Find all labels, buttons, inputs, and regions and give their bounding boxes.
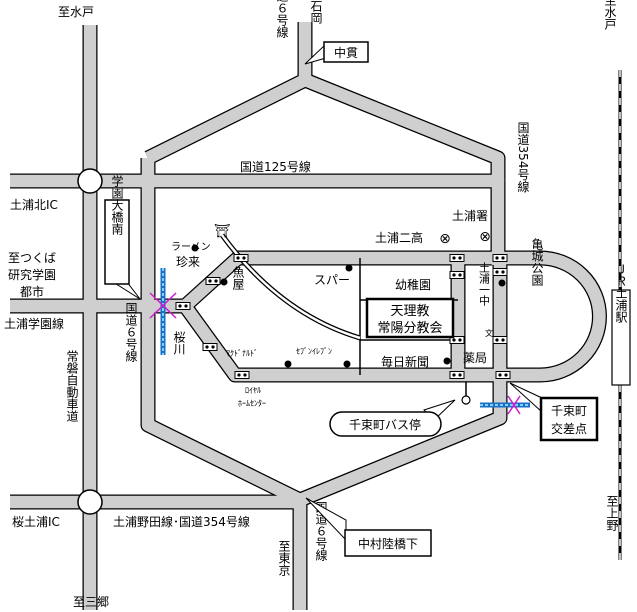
destination-branch: 常陽分教会	[377, 320, 442, 336]
uoya-dot	[220, 278, 228, 286]
seven-eleven-dot	[343, 360, 351, 368]
tsuchiura-gakuen-line-label: 土浦学園線	[4, 316, 64, 331]
ramen-label-line1: ラーメン	[171, 241, 211, 253]
to-tokyo-label: 至東京	[277, 540, 291, 577]
signal-icon	[492, 254, 508, 262]
school-mark-icon: 文	[485, 328, 493, 338]
sakura-tsuchiura-ic-label: 桜土浦IC	[12, 515, 60, 529]
kindergarten-label: 幼稚園	[395, 278, 431, 292]
route125-label: 国道125号線	[240, 159, 311, 174]
seven-eleven-label: ｾﾌﾞﾝｲﾚﾌﾞﾝ	[296, 347, 332, 356]
to-ishioka-label: 至石岡	[309, 0, 323, 24]
signal-icon	[175, 302, 191, 310]
to-mito-right-label: 至水戸	[603, 0, 617, 31]
route354-label: 国道354号線	[516, 122, 530, 193]
pharmacy-label: 薬局	[463, 351, 487, 365]
nakanuki-callout: 中貫	[304, 41, 369, 65]
signal-icon	[495, 371, 511, 379]
to-ueno-label: 至上野	[605, 495, 619, 531]
kameki-park-dot	[498, 279, 506, 287]
signal-icon	[233, 254, 249, 262]
kameki-park-line: 亀城公園	[530, 238, 544, 286]
route6-north-label: 国道６号線	[275, 0, 289, 38]
tsuchiura-nikou-label: 土浦二高	[375, 230, 423, 245]
interchange-markers	[77, 168, 103, 515]
gakuen-ohashi-minami-label: 学園大橋南	[110, 174, 124, 235]
rail-spur	[219, 233, 361, 341]
mainichi-dot	[443, 357, 451, 365]
signal-icon	[449, 254, 465, 262]
jr-station-label: ＪＲ土浦駅	[614, 263, 628, 324]
tsuchiura-police-label: 土浦署	[452, 209, 488, 223]
royal-label-line1: ﾛｲﾔﾙ	[245, 386, 261, 395]
nakamura-rikkyo-shita-label: 中村陸橋下	[358, 536, 418, 551]
route6-west-label: 国道６号線	[124, 302, 138, 362]
tsuchiura-kita-ic-marker	[77, 168, 103, 194]
sakura-river	[149, 268, 177, 355]
super-dot	[345, 264, 353, 272]
jr-station: ＪＲ土浦駅	[611, 263, 631, 386]
traffic-signals	[175, 254, 511, 379]
bus-stop-label: 千束町バス停	[349, 417, 421, 432]
ramen-label-line2: 珍来	[176, 255, 200, 269]
sendocho-callout: 千束町 交差点	[509, 382, 599, 442]
uoya-label: 魚屋	[231, 266, 245, 291]
tsuchiura-chu-label: 土浦一中	[478, 262, 491, 306]
to-tsukuba-line1: 至つくば	[8, 251, 56, 265]
to-tsukuba-line3: 都市	[20, 284, 44, 299]
nakamura-rikkyo-shita-callout: 中村陸橋下	[305, 497, 432, 557]
to-mito-top-label: 至水戸	[58, 5, 94, 19]
tsuchiura-kita-ic-label: 土浦北IC	[10, 198, 58, 212]
gakuen-ohashi-minami-callout: 学園大橋南	[104, 174, 141, 300]
signal-icon	[492, 336, 508, 344]
signal-icon	[449, 336, 465, 344]
sakura-tsuchiura-ic-marker	[77, 489, 103, 515]
mcdonalds-dot	[284, 360, 292, 368]
royal-label-line2: ﾎｰﾑｾﾝﾀｰ	[238, 399, 266, 408]
signal-icon	[205, 277, 221, 285]
destination-name: 天理教	[390, 303, 429, 319]
sakuragawa-label: 桜川	[172, 331, 186, 355]
signal-icon	[202, 343, 218, 351]
super-label: スパー	[314, 273, 350, 287]
school-icon: ⊗	[439, 231, 451, 247]
destination-box: 天理教 常陽分教会	[365, 297, 455, 339]
to-sango-label: 至三郷	[73, 595, 109, 609]
canal	[480, 395, 530, 415]
joban-expressway-label: 常磐自動車道	[65, 350, 79, 422]
to-tsukuba-line2: 研究学園	[8, 267, 56, 282]
sendocho-line2: 交差点	[551, 421, 587, 436]
police-icon: ⊗	[479, 229, 491, 245]
ramen-dot	[191, 244, 199, 252]
signal-icon	[492, 268, 508, 276]
mainichi-label: 毎日新聞	[381, 354, 429, 369]
signal-icon	[449, 271, 465, 279]
tsuchiura-noda-line-label: 土浦野田線･国道354号線	[113, 514, 250, 529]
shrine-icon: ⛩	[214, 223, 231, 239]
bus-stop-callout: 千束町バス停	[329, 399, 456, 437]
signal-icon	[449, 371, 465, 379]
sendocho-line1: 千束町	[551, 404, 587, 418]
nakanuki-label: 中貫	[334, 45, 358, 60]
mcdonalds-label: ﾏｸﾄﾞﾅﾙﾄﾞ	[226, 349, 258, 358]
signal-icon	[234, 371, 250, 379]
bus-stop-icon	[461, 382, 471, 405]
